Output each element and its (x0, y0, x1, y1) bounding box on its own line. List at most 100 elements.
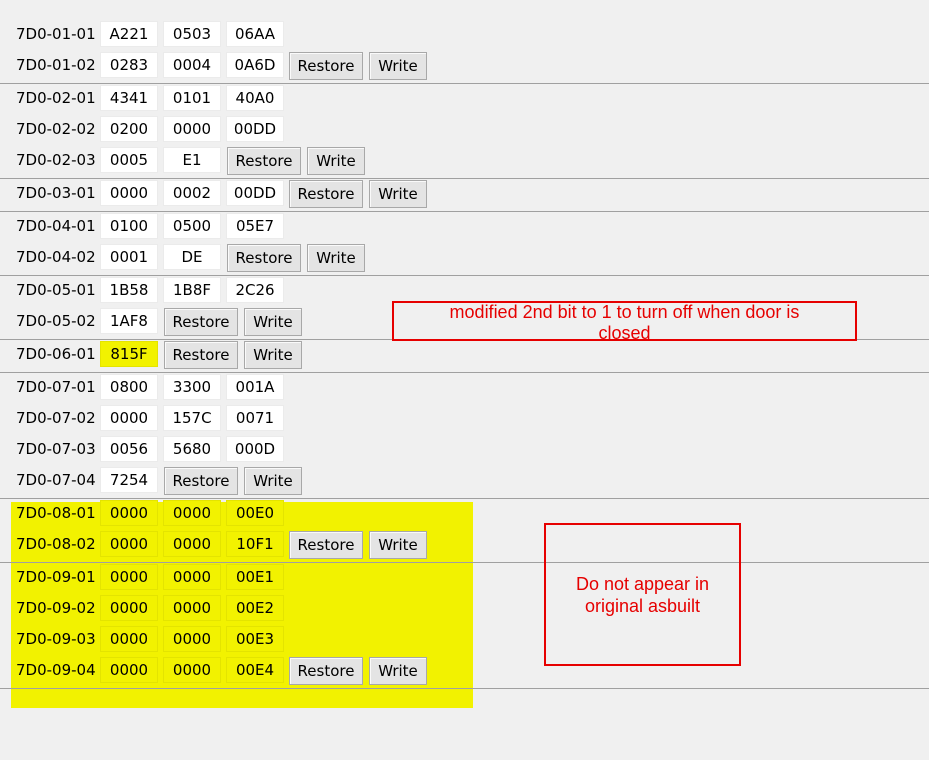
value-field[interactable]: 00E1 (226, 564, 284, 590)
write-button[interactable]: Write (307, 244, 365, 272)
value-field[interactable]: 0056 (100, 436, 158, 462)
parameter-label: 7D0-05-01 (16, 281, 96, 299)
value-field[interactable]: 001A (226, 374, 284, 400)
value-field[interactable]: 00E3 (226, 626, 284, 652)
value-field[interactable]: 0283 (100, 52, 158, 78)
parameter-label: 7D0-03-01 (16, 184, 96, 202)
write-button[interactable]: Write (307, 147, 365, 175)
value-field[interactable]: 0000 (100, 405, 158, 431)
value-field[interactable]: 815F (100, 341, 158, 367)
value-field[interactable]: E1 (163, 147, 221, 173)
value-field[interactable]: 7254 (100, 467, 158, 493)
value-field[interactable]: 0000 (163, 564, 221, 590)
value-field[interactable]: 0000 (100, 595, 158, 621)
parameter-label: 7D0-08-01 (16, 504, 96, 522)
value-field[interactable]: 0002 (163, 180, 221, 206)
restore-button[interactable]: Restore (289, 657, 363, 685)
value-field[interactable]: 3300 (163, 374, 221, 400)
parameter-label: 7D0-09-01 (16, 568, 96, 586)
value-field[interactable]: 05E7 (226, 213, 284, 239)
parameter-label: 7D0-09-02 (16, 599, 96, 617)
value-field[interactable]: 0000 (100, 500, 158, 526)
restore-button[interactable]: Restore (164, 341, 238, 369)
value-field[interactable]: 0001 (100, 244, 158, 270)
value-field[interactable]: 0100 (100, 213, 158, 239)
value-field[interactable]: 0A6D (226, 52, 284, 78)
write-button[interactable]: Write (369, 657, 427, 685)
value-field[interactable]: 10F1 (226, 531, 284, 557)
restore-button[interactable]: Restore (289, 180, 363, 208)
value-field[interactable]: 0200 (100, 116, 158, 142)
value-field[interactable]: 157C (163, 405, 221, 431)
write-button[interactable]: Write (244, 467, 302, 495)
asbuilt-annotation-text: Do not appear in original asbuilt (575, 573, 710, 616)
value-field[interactable]: 40A0 (226, 85, 284, 111)
group-separator (0, 688, 929, 689)
group-separator (0, 275, 929, 276)
restore-button[interactable]: Restore (289, 531, 363, 559)
value-field[interactable]: 0071 (226, 405, 284, 431)
restore-button[interactable]: Restore (164, 467, 238, 495)
value-field[interactable]: 0000 (163, 116, 221, 142)
parameter-label: 7D0-08-02 (16, 535, 96, 553)
write-button[interactable]: Write (369, 180, 427, 208)
restore-button[interactable]: Restore (289, 52, 363, 80)
value-field[interactable]: 2C26 (226, 277, 284, 303)
parameter-label: 7D0-09-04 (16, 661, 96, 679)
parameter-label: 7D0-02-01 (16, 89, 96, 107)
restore-button[interactable]: Restore (164, 308, 238, 336)
group-separator (0, 498, 929, 499)
parameter-label: 7D0-02-03 (16, 151, 96, 169)
value-field[interactable]: 0101 (163, 85, 221, 111)
value-field[interactable]: 06AA (226, 21, 284, 47)
value-field[interactable]: 000D (226, 436, 284, 462)
parameter-label: 7D0-04-01 (16, 217, 96, 235)
value-field[interactable]: 4341 (100, 85, 158, 111)
restore-button[interactable]: Restore (227, 147, 301, 175)
door-annotation: modified 2nd bit to 1 to turn off when d… (392, 301, 857, 343)
value-field[interactable]: 0000 (100, 180, 158, 206)
group-separator (0, 562, 929, 563)
value-field[interactable]: 0000 (163, 531, 221, 557)
value-field[interactable]: 5680 (163, 436, 221, 462)
group-separator (0, 211, 929, 212)
value-field[interactable]: 00E0 (226, 500, 284, 526)
value-field[interactable]: 0503 (163, 21, 221, 47)
write-button[interactable]: Write (369, 52, 427, 80)
write-button[interactable]: Write (244, 308, 302, 336)
value-field[interactable]: 0004 (163, 52, 221, 78)
parameter-label: 7D0-02-02 (16, 120, 96, 138)
value-field[interactable]: 1AF8 (100, 308, 158, 334)
value-field[interactable]: 0500 (163, 213, 221, 239)
value-field[interactable]: 0000 (100, 531, 158, 557)
parameter-label: 7D0-09-03 (16, 630, 96, 648)
value-field[interactable]: 1B8F (163, 277, 221, 303)
value-field[interactable]: 1B58 (100, 277, 158, 303)
group-separator (0, 372, 929, 373)
write-button[interactable]: Write (369, 531, 427, 559)
value-field[interactable]: 00DD (226, 180, 284, 206)
restore-button[interactable]: Restore (227, 244, 301, 272)
value-field[interactable]: 00E4 (226, 657, 284, 683)
value-field[interactable]: 0000 (163, 595, 221, 621)
value-field[interactable]: 0005 (100, 147, 158, 173)
value-field[interactable]: 0000 (100, 564, 158, 590)
value-field[interactable]: 00DD (226, 116, 284, 142)
value-field[interactable]: 0000 (100, 626, 158, 652)
value-field[interactable]: A221 (100, 21, 158, 47)
write-button[interactable]: Write (244, 341, 302, 369)
value-field[interactable]: 0800 (100, 374, 158, 400)
value-field[interactable]: 0000 (163, 500, 221, 526)
value-field[interactable]: 0000 (163, 626, 221, 652)
value-field[interactable]: 0000 (163, 657, 221, 683)
parameter-label: 7D0-01-02 (16, 56, 96, 74)
value-field[interactable]: 0000 (100, 657, 158, 683)
parameter-label: 7D0-07-03 (16, 440, 96, 458)
value-field[interactable]: DE (163, 244, 221, 270)
parameter-label: 7D0-04-02 (16, 248, 96, 266)
door-annotation-text: modified 2nd bit to 1 to turn off when d… (449, 301, 800, 343)
parameter-label: 7D0-06-01 (16, 345, 96, 363)
parameter-label: 7D0-07-02 (16, 409, 96, 427)
parameter-label: 7D0-01-01 (16, 25, 96, 43)
value-field[interactable]: 00E2 (226, 595, 284, 621)
